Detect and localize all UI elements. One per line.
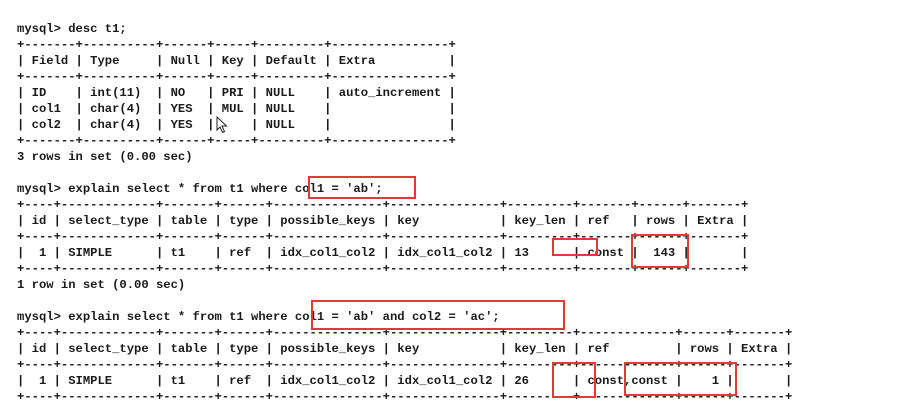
terminal-line: +----+-------------+-------+------+-----… bbox=[17, 262, 749, 276]
terminal-line: | 1 | SIMPLE | t1 | ref | idx_col1_col2 … bbox=[17, 374, 793, 388]
terminal-line: | id | select_type | table | type | poss… bbox=[17, 214, 749, 228]
terminal-line: +-------+----------+------+-----+-------… bbox=[17, 134, 456, 148]
terminal-line: mysql> explain select * from t1 where co… bbox=[17, 310, 500, 324]
terminal-line: +-------+----------+------+-----+-------… bbox=[17, 70, 456, 84]
terminal-line: | col1 | char(4) | YES | MUL | NULL | | bbox=[17, 102, 456, 116]
terminal-line: mysql> explain select * from t1 where co… bbox=[17, 182, 383, 196]
terminal-line: +----+-------------+-------+------+-----… bbox=[17, 390, 793, 404]
terminal-line: +----+-------------+-------+------+-----… bbox=[17, 230, 749, 244]
terminal-line: | 1 | SIMPLE | t1 | ref | idx_col1_col2 … bbox=[17, 246, 749, 260]
terminal-line: +-------+----------+------+-----+-------… bbox=[17, 38, 456, 52]
terminal-line: +----+-------------+-------+------+-----… bbox=[17, 358, 793, 372]
terminal-line: | col2 | char(4) | YES | | NULL | | bbox=[17, 118, 456, 132]
terminal-line: | ID | int(11) | NO | PRI | NULL | auto_… bbox=[17, 86, 456, 100]
terminal-line: +----+-------------+-------+------+-----… bbox=[17, 326, 793, 340]
terminal-line: +----+-------------+-------+------+-----… bbox=[17, 198, 749, 212]
terminal-line: 1 row in set (0.00 sec) bbox=[17, 278, 186, 292]
mouse-pointer-icon bbox=[216, 116, 228, 134]
terminal-line: | id | select_type | table | type | poss… bbox=[17, 342, 793, 356]
terminal-line: mysql> desc t1; bbox=[17, 22, 127, 36]
terminal-line: 3 rows in set (0.00 sec) bbox=[17, 150, 193, 164]
terminal-line: | Field | Type | Null | Key | Default | … bbox=[17, 54, 456, 68]
